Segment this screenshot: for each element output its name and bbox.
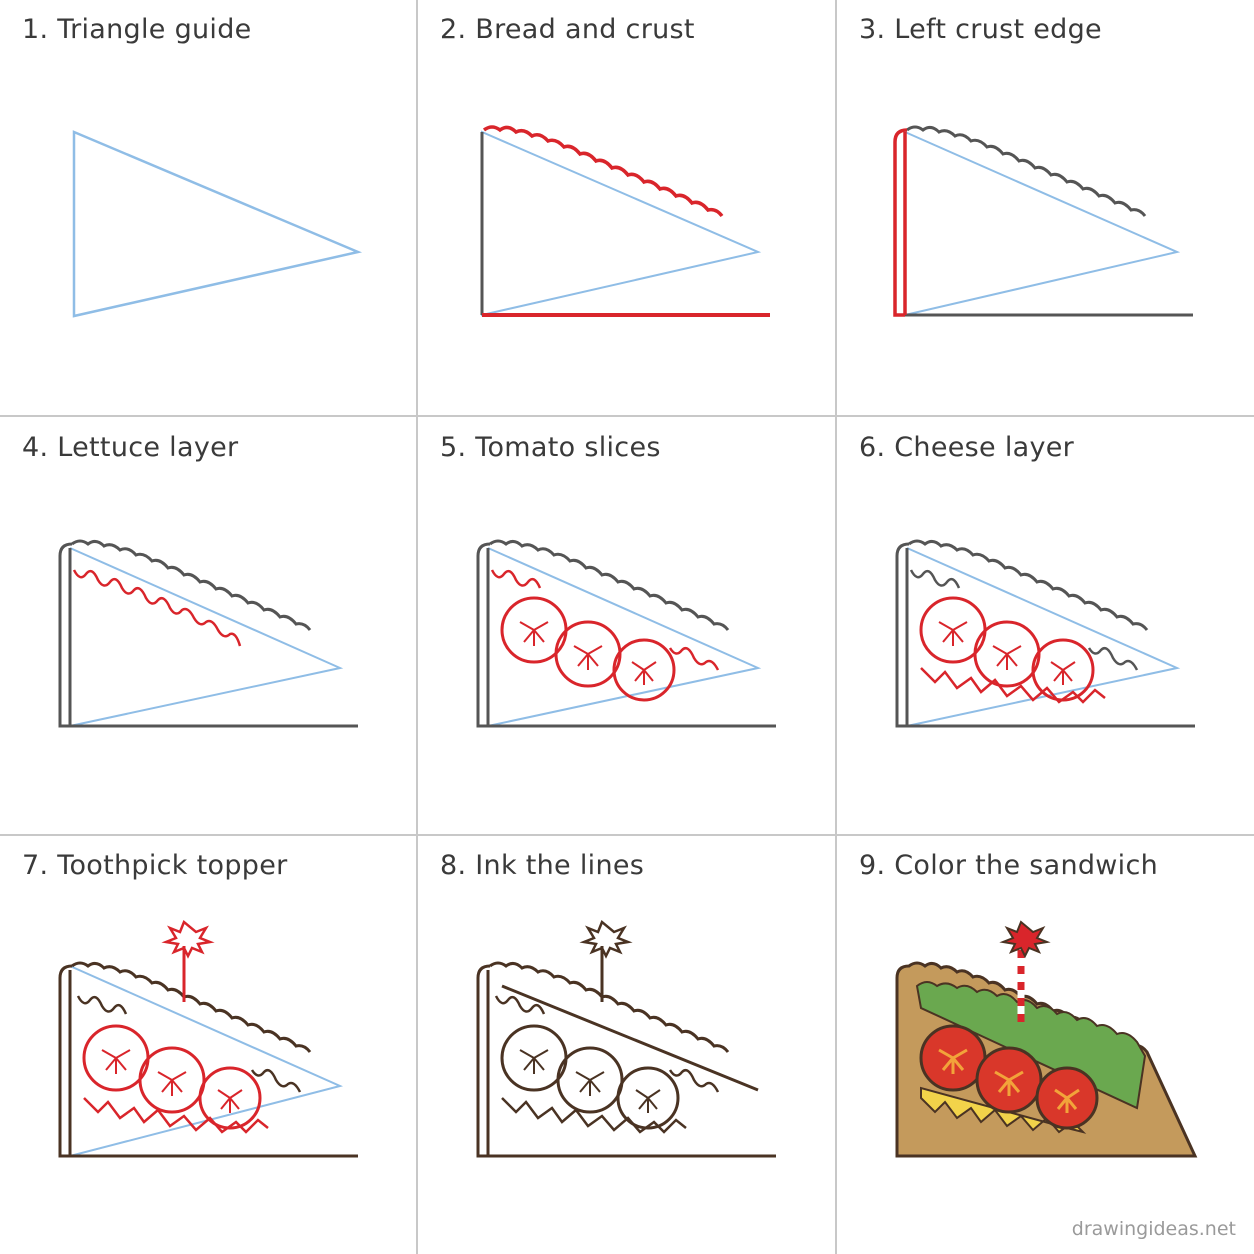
vertical-divider: [835, 0, 837, 1254]
step-panel-2: 2. Bread and crust: [418, 0, 836, 418]
step-panel-5: 5. Tomato slices: [418, 418, 836, 836]
step-panel-9: 9. Color the sandwich: [837, 836, 1254, 1254]
step-panel-6: 6. Cheese layer: [837, 418, 1254, 836]
step-panel-7: 7. Toothpick topper: [0, 836, 418, 1254]
step-title: 9. Color the sandwich: [859, 850, 1159, 881]
step-title: 3. Left crust edge: [859, 14, 1102, 45]
vertical-divider: [416, 0, 418, 1254]
sandwich-illustration: [893, 125, 1193, 317]
step-title: 4. Lettuce layer: [22, 432, 239, 463]
sandwich-illustration: [476, 539, 776, 728]
step-title: 6. Cheese layer: [859, 432, 1075, 463]
sandwich-illustration: [480, 125, 770, 317]
step-title: 7. Toothpick topper: [22, 850, 288, 881]
step-panel-1: 1. Triangle guide: [0, 0, 418, 418]
horizontal-divider: [0, 415, 1254, 417]
watermark: drawingideas.net: [1071, 1218, 1236, 1240]
step-title: 2. Bread and crust: [440, 14, 695, 45]
step-panel-3: 3. Left crust edge: [837, 0, 1254, 418]
sandwich-illustration: [58, 919, 358, 1158]
step-title: 8. Ink the lines: [440, 850, 645, 881]
sandwich-illustration: [895, 539, 1195, 728]
sandwich-illustration: [895, 920, 1198, 1158]
horizontal-divider: [0, 834, 1254, 836]
sandwich-illustration: [72, 130, 363, 318]
step-panel-4: 4. Lettuce layer: [0, 418, 418, 836]
sandwich-illustration: [58, 539, 358, 728]
step-panel-8: 8. Ink the lines: [418, 836, 836, 1254]
sandwich-illustration: [476, 919, 776, 1158]
step-title: 5. Tomato slices: [440, 432, 661, 463]
step-title: 1. Triangle guide: [22, 14, 252, 45]
